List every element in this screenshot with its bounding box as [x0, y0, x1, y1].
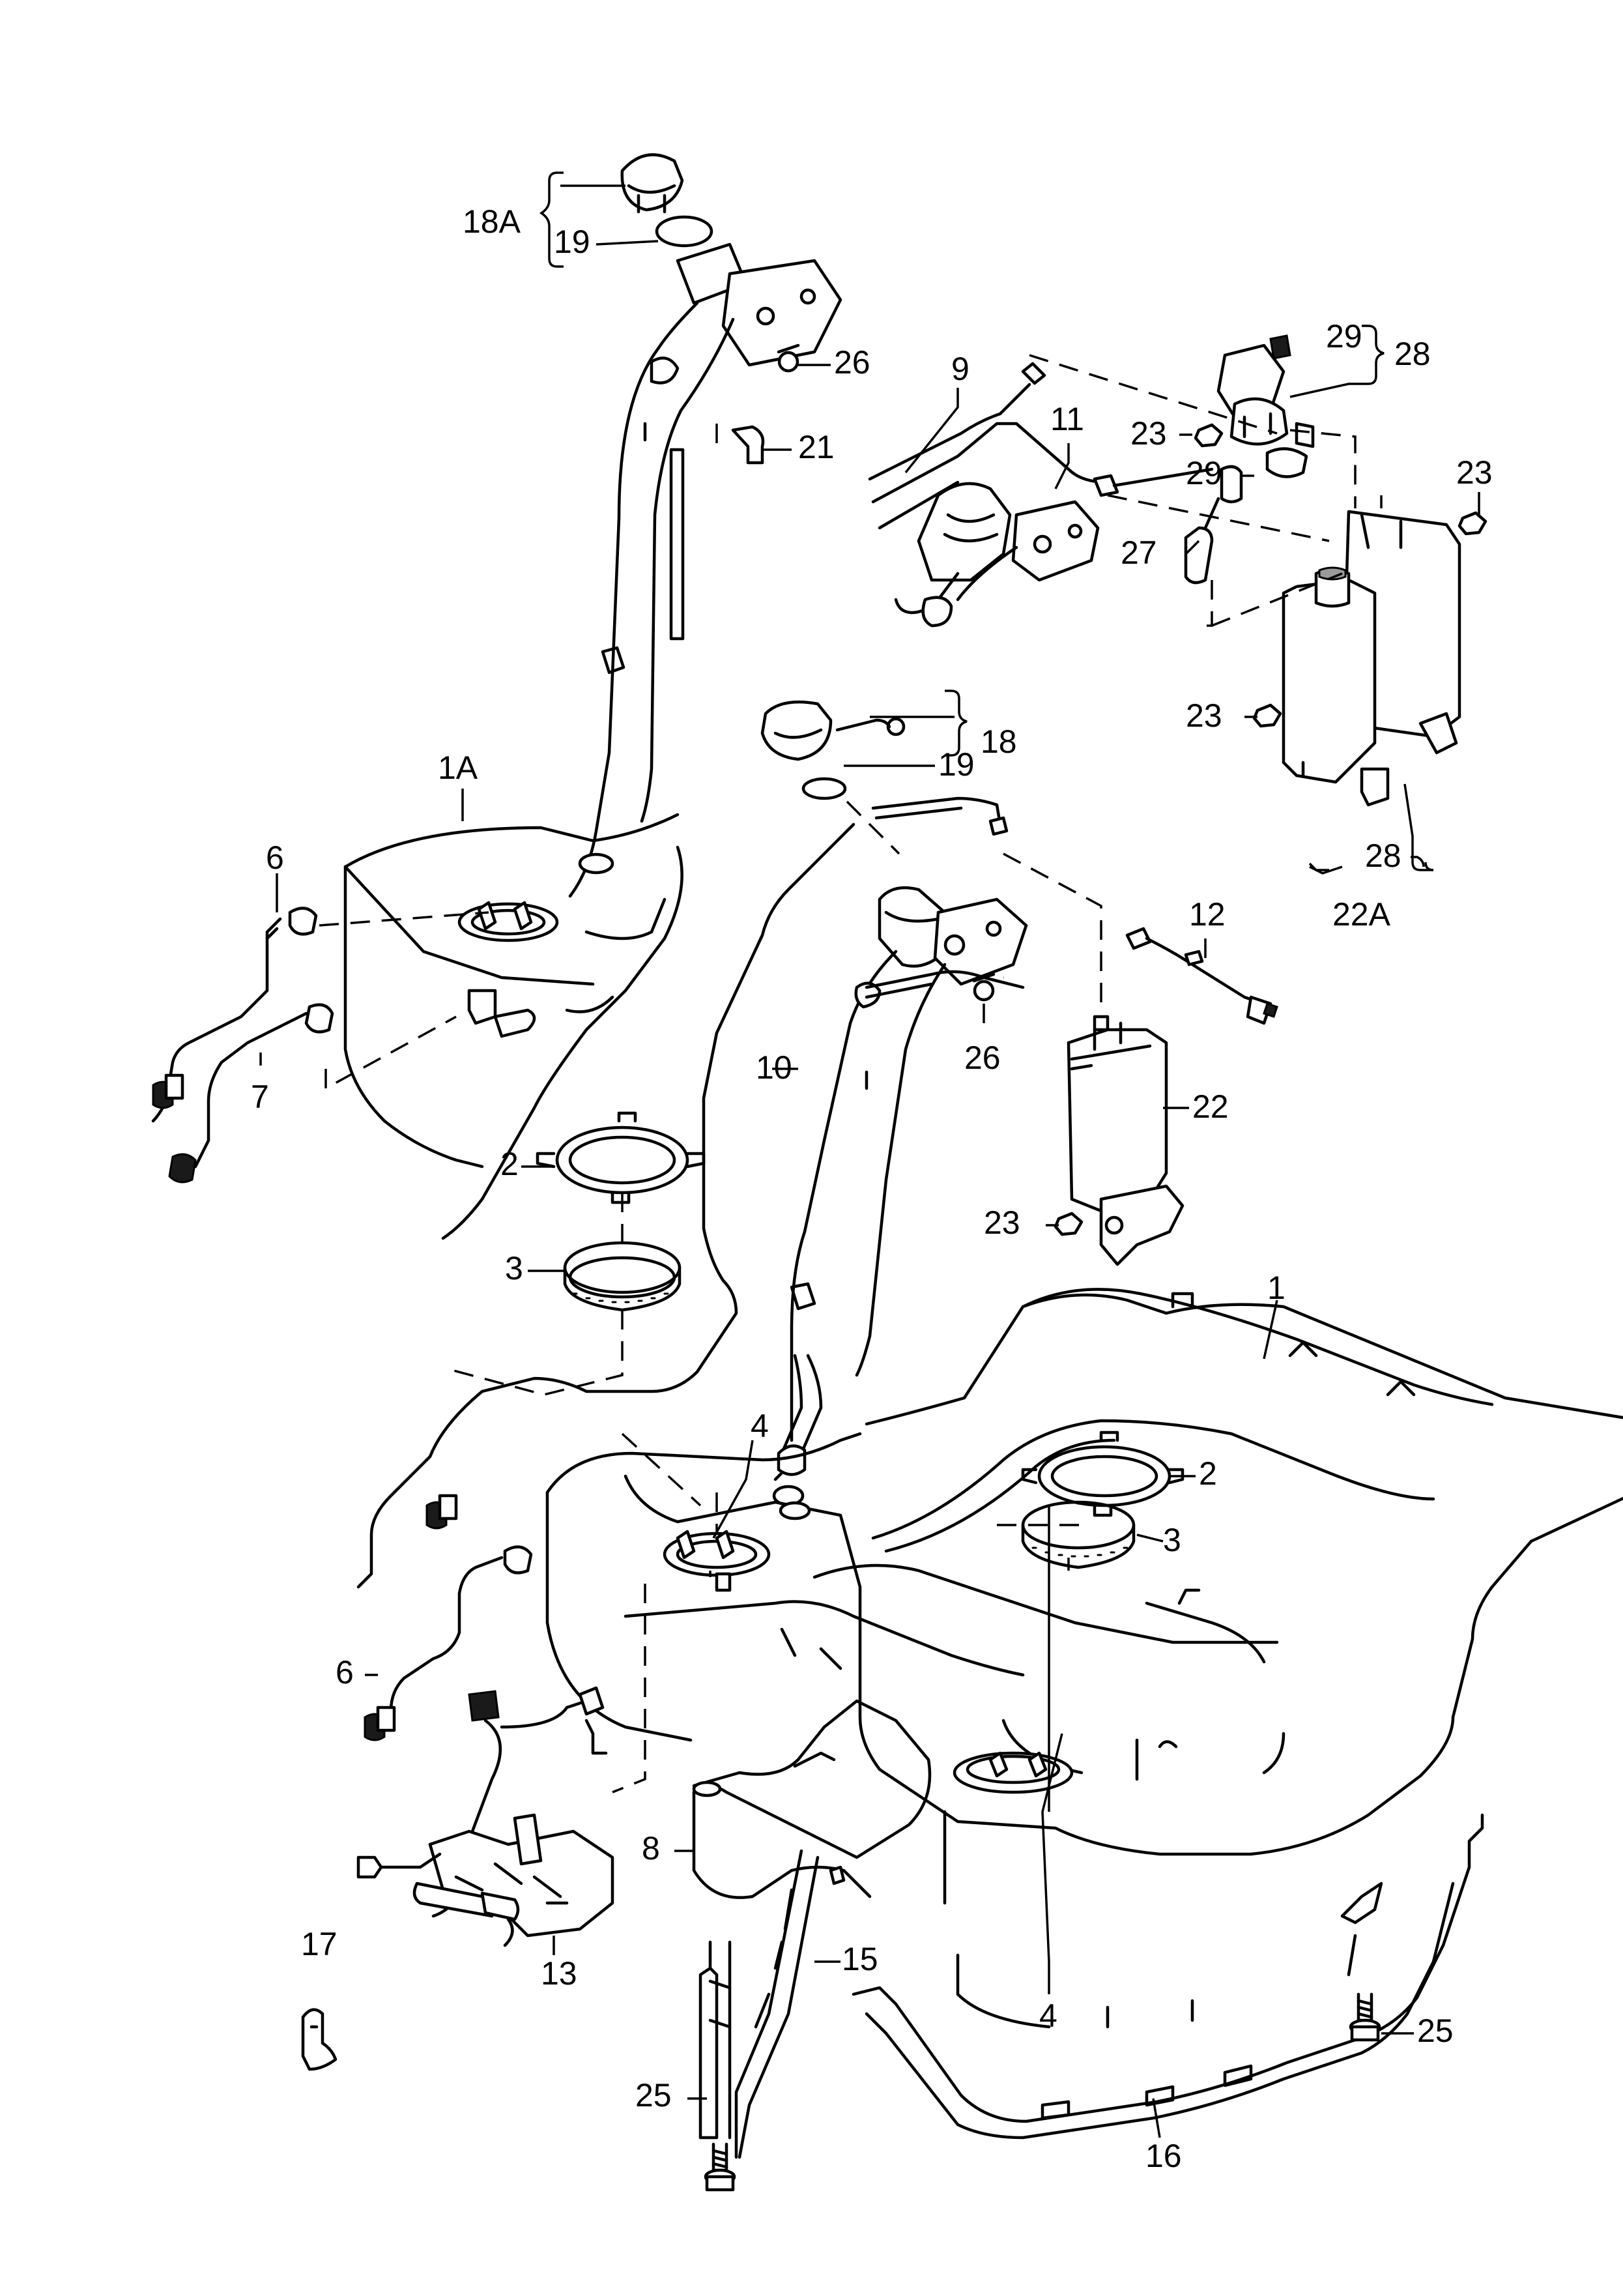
callout-13: 13: [541, 1955, 577, 1992]
callout-6-lower: 6: [336, 1654, 354, 1691]
bolt-26-top: [777, 343, 800, 373]
callout-19-middle: 19: [938, 746, 975, 783]
callout-29-top: 29: [1326, 318, 1362, 355]
callout-6-upper: 6: [266, 839, 284, 876]
callout-25-right: 25: [1417, 2013, 1454, 2049]
fuel-pump-module-13: [356, 1686, 614, 1947]
callout-10: 10: [756, 1049, 792, 1086]
callout-3-upper: 3: [505, 1250, 523, 1286]
callout-25-left: 25: [635, 2077, 672, 2114]
callout-18: 18: [981, 723, 1017, 760]
grommet-29: [1265, 447, 1308, 478]
fuel-tank-1: [545, 1288, 1623, 2029]
callout-26-top: 26: [834, 344, 870, 381]
callout-4-upper: 4: [751, 1408, 769, 1444]
lock-ring-2-right: [1021, 1431, 1185, 1517]
bolt-25-left: [704, 2142, 736, 2192]
seal-ring-3-upper: [563, 1241, 682, 1312]
elbow-21: [731, 425, 765, 465]
callout-23-right: 23: [1456, 454, 1493, 491]
callout-9: 9: [951, 351, 969, 387]
vent-lines-9-11: [868, 362, 1214, 530]
valve-assembly-28: [1216, 334, 1315, 448]
callout-26-middle: 26: [964, 1039, 1001, 1076]
callout-1: 1: [1267, 1270, 1285, 1306]
tensioning-strap-15: [698, 1849, 820, 2159]
callout-7: 7: [251, 1079, 269, 1115]
filler-neck-secondary-top-right: [894, 482, 1100, 628]
breather-line-10: [356, 796, 1009, 1589]
nut-23-canister-22: [1054, 1212, 1084, 1236]
callout-21: 21: [798, 429, 835, 465]
callout-2-right: 2: [1199, 1455, 1217, 1492]
seal-ring-19-top: [655, 215, 713, 248]
hose-27: [1184, 465, 1243, 585]
callout-12: 12: [1189, 896, 1226, 933]
carbon-canister-22: [1067, 1015, 1185, 1266]
filler-cap-18A: [620, 153, 684, 214]
callout-16: 16: [1145, 2138, 1182, 2174]
nut-23-right: [1458, 511, 1487, 536]
callout-1A: 1A: [438, 749, 478, 786]
assembly-dashed-lines: [319, 354, 1383, 1794]
tensioning-strap-16: [852, 1813, 1484, 2140]
heat-shield-8: [692, 1699, 932, 1899]
filler-neck-1: [772, 886, 1028, 1507]
seal-ring-19-middle: [801, 777, 847, 800]
callout-11: 11: [1050, 401, 1084, 437]
leader-lines: [259, 171, 1480, 2138]
callout-27: 27: [1121, 534, 1157, 571]
callout-22: 22: [1192, 1088, 1229, 1125]
callout-17: 17: [301, 1926, 338, 1962]
callout-23-canister-22: 23: [984, 1204, 1020, 1241]
wiring-connector-12: [1125, 927, 1278, 1025]
callout-22A: 22A: [1332, 896, 1391, 933]
callout-23-valve: 23: [1130, 415, 1167, 452]
seal-ring-3-right: [1021, 1500, 1136, 1569]
nut-23-near-valve: [1194, 423, 1224, 448]
fuel-line-7: [168, 1003, 334, 1184]
callout-28-top: 28: [1394, 336, 1431, 372]
nut-23-canister-left: [1252, 703, 1282, 728]
carbon-canister-22A: [1282, 510, 1461, 807]
fuel-line-6-upper: [151, 907, 318, 1123]
bolt-25-right: [1349, 1992, 1381, 2042]
callout-8: 8: [642, 1830, 660, 1867]
callout-29-grommet: 29: [1186, 455, 1222, 491]
filler-neck-top: [568, 242, 842, 898]
callout-labels: 18A 19 26 21 9 11 29 28 23 29 23 27 23 1…: [251, 203, 1493, 2174]
bolt-26-middle: [972, 972, 996, 1002]
callout-28-bottom: 28: [1365, 837, 1401, 874]
lock-ring-2-upper: [536, 1111, 706, 1204]
callout-18A: 18A: [463, 203, 521, 240]
fuel-tank-1A: [343, 813, 683, 1240]
callout-2-upper: 2: [500, 1146, 519, 1182]
callout-4-lower: 4: [1039, 1998, 1057, 2034]
clip-17: [301, 2008, 338, 2071]
filler-cap-18: [760, 700, 906, 761]
callout-3-right: 3: [1163, 1522, 1181, 1558]
callout-23-canister: 23: [1186, 697, 1222, 734]
fuel-line-6-lower: [364, 1545, 533, 1741]
callout-19-top: 19: [554, 224, 590, 260]
callout-15: 15: [842, 1941, 878, 1977]
